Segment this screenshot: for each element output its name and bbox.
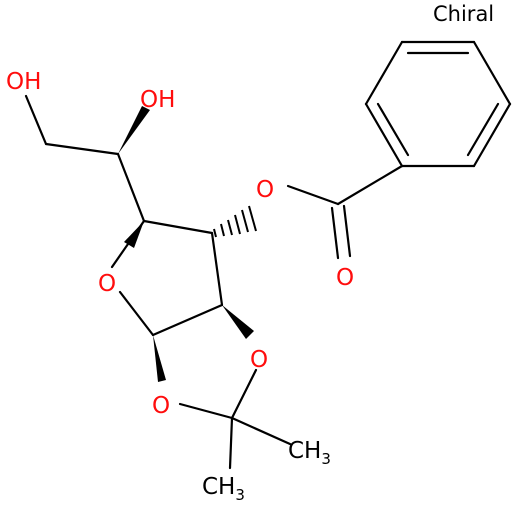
stereo-wedge bbox=[153, 335, 166, 382]
bond bbox=[44, 142, 120, 156]
benzene-ring bbox=[364, 40, 512, 168]
bond bbox=[330, 206, 340, 260]
acetal-oxygen-right-label: O bbox=[250, 347, 268, 373]
bond bbox=[472, 102, 512, 168]
oh-side-label: OH bbox=[140, 87, 175, 113]
bond bbox=[376, 102, 410, 157]
bond bbox=[178, 402, 234, 420]
ester-oxygen-label: O bbox=[256, 177, 274, 203]
bond bbox=[466, 102, 500, 157]
methyl-right-label: CH3 bbox=[288, 438, 331, 468]
chiral-annotation: Chiral bbox=[433, 2, 495, 26]
bond bbox=[142, 219, 214, 235]
bond bbox=[364, 102, 404, 168]
bond bbox=[228, 416, 234, 470]
oh-terminal-label: OH bbox=[6, 69, 41, 95]
stereo-wedge bbox=[222, 305, 254, 339]
bond bbox=[364, 40, 404, 106]
bond bbox=[230, 368, 258, 420]
stereo-wedge bbox=[124, 221, 144, 248]
bond bbox=[230, 416, 292, 446]
bond bbox=[336, 164, 404, 206]
bond bbox=[286, 184, 340, 206]
bond bbox=[151, 303, 224, 337]
methyl-bottom-label: CH3 bbox=[202, 474, 245, 504]
acetal-oxygen-left-label: O bbox=[152, 393, 170, 419]
bond bbox=[472, 40, 512, 106]
bond bbox=[210, 231, 224, 307]
stereo-wedge bbox=[118, 106, 150, 154]
bond bbox=[118, 290, 155, 337]
bond bbox=[342, 204, 352, 258]
ring-oxygen-label: O bbox=[98, 271, 116, 297]
carbonyl-oxygen-label: O bbox=[336, 265, 354, 291]
bond bbox=[116, 152, 146, 223]
bond bbox=[24, 94, 48, 146]
stereo-hash bbox=[213, 205, 257, 238]
